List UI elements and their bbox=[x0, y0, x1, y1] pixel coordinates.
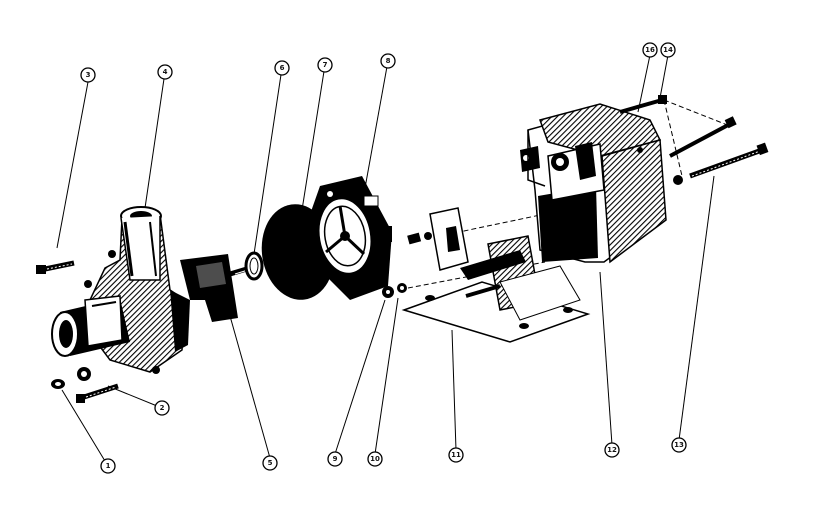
callout-1: 1 bbox=[100, 458, 116, 474]
screw-1 bbox=[51, 379, 65, 389]
callout-9: 9 bbox=[327, 451, 343, 467]
svg-text:8: 8 bbox=[386, 57, 391, 65]
callout-13: 13 bbox=[671, 437, 687, 453]
svg-text:11: 11 bbox=[451, 451, 461, 459]
o-ring bbox=[244, 251, 264, 281]
svg-text:13: 13 bbox=[674, 441, 684, 449]
svg-text:12: 12 bbox=[607, 446, 617, 454]
callout-7: 7 bbox=[317, 57, 333, 73]
impeller bbox=[180, 254, 251, 322]
svg-text:3: 3 bbox=[86, 71, 91, 79]
long-screw-upper bbox=[669, 116, 737, 158]
callout-11: 11 bbox=[448, 447, 464, 463]
pump-housing bbox=[51, 206, 190, 374]
callout-5: 5 bbox=[262, 455, 278, 471]
callout-2: 2 bbox=[154, 400, 170, 416]
callout-4: 4 bbox=[157, 64, 173, 80]
screw-3 bbox=[36, 260, 75, 274]
washer-10 bbox=[397, 283, 407, 293]
callout-14: 14 bbox=[660, 42, 676, 58]
callout-12: 12 bbox=[604, 442, 620, 458]
svg-text:2: 2 bbox=[160, 404, 165, 412]
callout-3: 3 bbox=[80, 67, 96, 83]
long-screw-13 bbox=[673, 142, 769, 185]
svg-text:10: 10 bbox=[370, 455, 380, 463]
screw-2 bbox=[76, 383, 119, 403]
svg-text:7: 7 bbox=[323, 61, 328, 69]
svg-text:6: 6 bbox=[280, 64, 285, 72]
svg-text:1: 1 bbox=[106, 462, 111, 470]
motor bbox=[520, 103, 667, 264]
end-plate bbox=[308, 176, 392, 300]
svg-text:16: 16 bbox=[645, 46, 655, 54]
svg-text:4: 4 bbox=[163, 68, 168, 76]
callout-8: 8 bbox=[380, 53, 396, 69]
svg-text:14: 14 bbox=[663, 46, 673, 54]
screw-14 bbox=[619, 95, 667, 114]
nut-upper bbox=[407, 232, 432, 245]
svg-text:5: 5 bbox=[268, 459, 273, 467]
callout-16: 16 bbox=[642, 42, 658, 58]
nut-9 bbox=[382, 286, 394, 298]
bracket bbox=[401, 207, 591, 343]
svg-text:9: 9 bbox=[333, 455, 338, 463]
callout-10: 10 bbox=[367, 451, 383, 467]
leader-lines bbox=[56, 54, 715, 467]
callout-6: 6 bbox=[274, 60, 290, 76]
washer-2 bbox=[77, 367, 91, 381]
